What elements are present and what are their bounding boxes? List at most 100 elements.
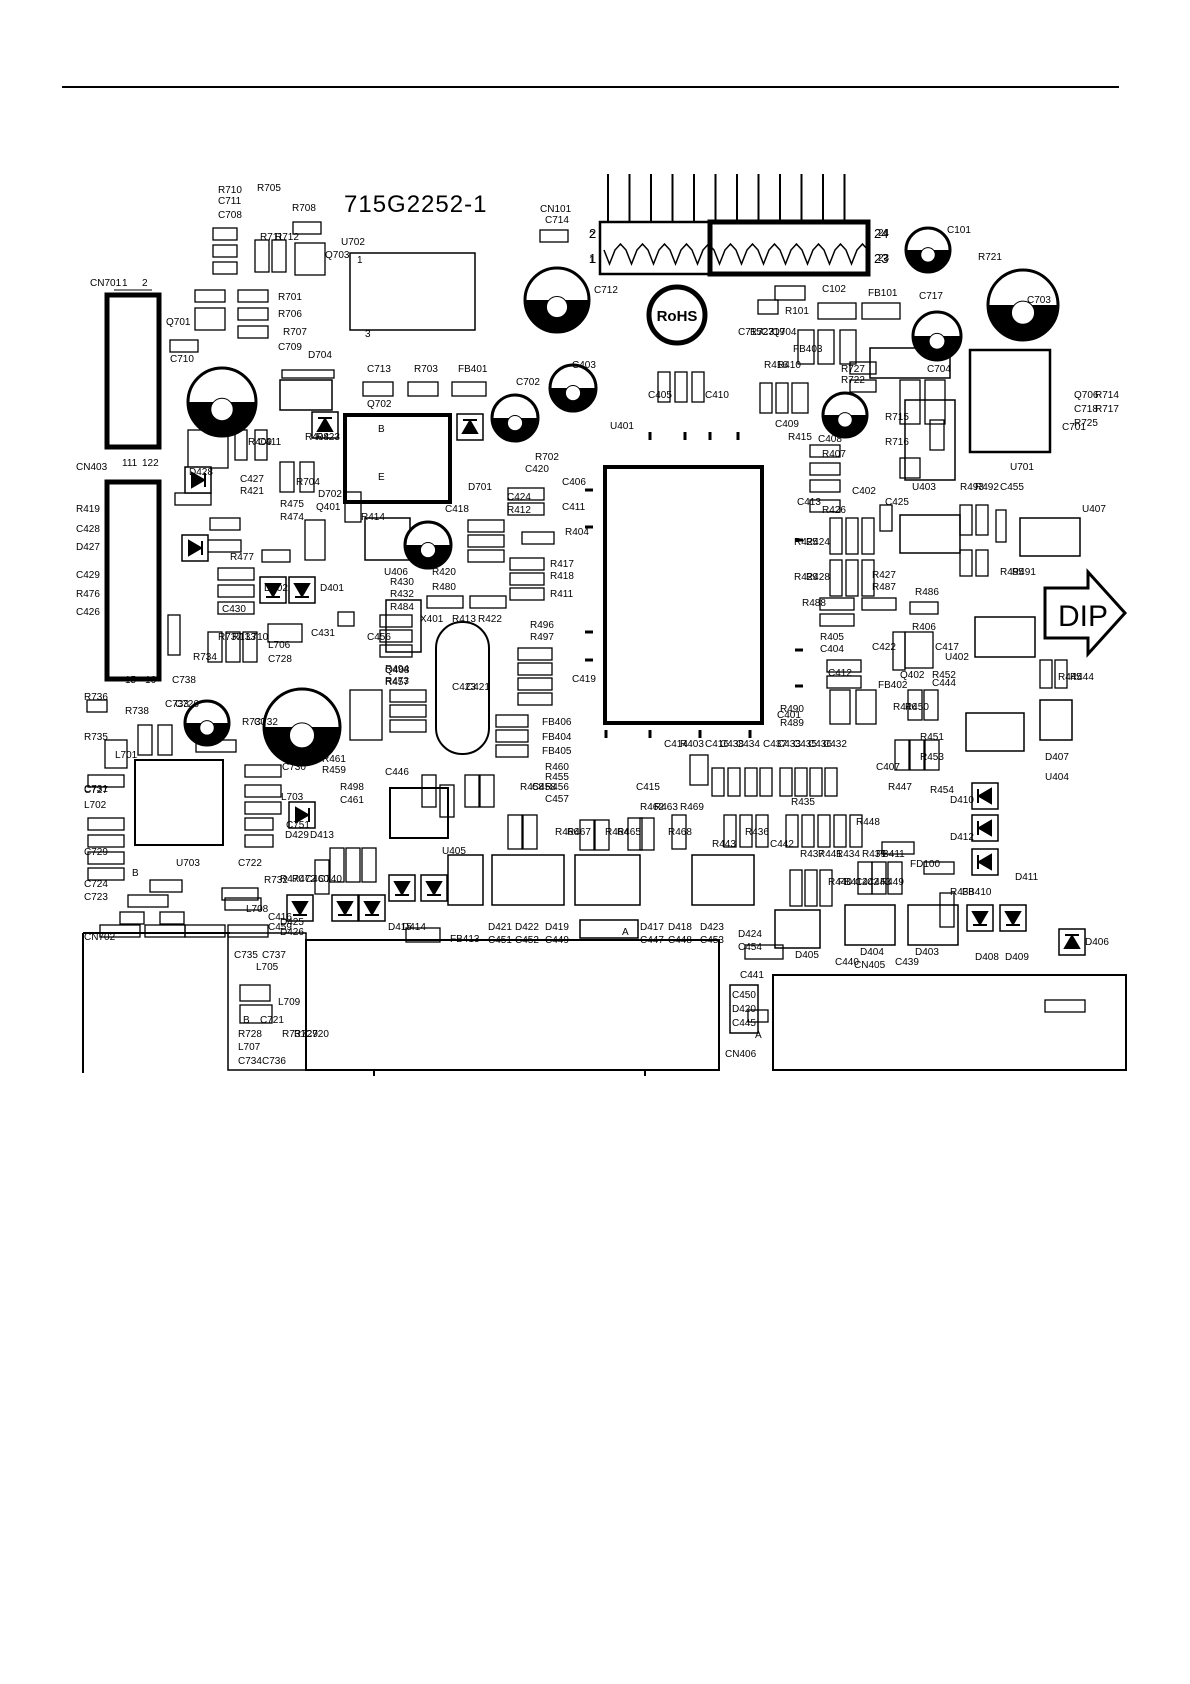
component-label: R706 xyxy=(278,309,302,320)
smd-pad xyxy=(819,613,855,627)
electrolytic-capacitor xyxy=(548,363,598,413)
component-label: R495 xyxy=(1000,567,1024,578)
smd-pad xyxy=(242,631,258,663)
component-label: R722 xyxy=(841,375,865,386)
component-label: C724 xyxy=(84,879,108,890)
component-label: C427 xyxy=(240,474,264,485)
component-label: R443 xyxy=(712,839,736,850)
component-label: C737 xyxy=(262,950,286,961)
component-label: R424 xyxy=(806,537,830,548)
component-label: C703 xyxy=(1027,295,1051,306)
component-label: R489 xyxy=(780,718,804,729)
component-label: 24 xyxy=(878,228,890,239)
electrolytic-capacitor xyxy=(523,266,591,334)
component-label: Q701 xyxy=(166,317,191,328)
component-label: A xyxy=(755,1030,762,1041)
header-connector xyxy=(598,174,871,277)
component-label: C406 xyxy=(562,477,586,488)
component-label: R454 xyxy=(930,785,954,796)
smd-pad xyxy=(904,631,934,669)
component-label: R456 xyxy=(545,782,569,793)
smd-pad xyxy=(362,381,394,397)
smd-pad xyxy=(747,1009,769,1023)
component-label: R420 xyxy=(432,567,456,578)
component-label: C701 xyxy=(1062,422,1086,433)
component-label: 111 xyxy=(122,458,138,469)
component-label: R488 xyxy=(802,598,826,609)
smd-pad xyxy=(379,644,413,658)
component-label: R490 xyxy=(780,704,804,715)
component-label: R411 xyxy=(550,589,574,600)
smd-pad xyxy=(775,382,789,414)
smd-pad xyxy=(809,767,823,797)
component-label: R430 xyxy=(390,577,414,588)
smd-pad xyxy=(849,814,863,848)
diode xyxy=(331,894,359,922)
component-label: R487 xyxy=(872,582,896,593)
component-label: C449 xyxy=(545,935,569,946)
component-label: R429 xyxy=(794,572,818,583)
smd-pad xyxy=(261,549,291,563)
smd-pad xyxy=(467,519,505,533)
electrolytic-capacitor xyxy=(403,520,453,570)
component-label: FB401 xyxy=(458,364,488,375)
component-label: R446 xyxy=(893,702,917,713)
smd-pad xyxy=(959,504,973,536)
component-label: R476 xyxy=(76,589,100,600)
component-label: D406 xyxy=(1085,937,1109,948)
component-label: C711 xyxy=(218,196,242,207)
smd-pad xyxy=(871,861,887,895)
component-label: D402 xyxy=(264,583,288,594)
component-label: R452 xyxy=(932,670,956,681)
component-label: D426 xyxy=(280,927,304,938)
smd-pad xyxy=(829,689,851,725)
smd-pad xyxy=(239,984,271,1002)
component-label: R494 xyxy=(385,664,409,675)
component-label: R133 xyxy=(232,632,256,643)
smd-pad xyxy=(757,299,779,315)
smd-pad xyxy=(254,239,270,273)
component-label: 1 xyxy=(589,255,595,266)
board-part-number: 715G2252-1 xyxy=(344,191,487,218)
component-label: U401 xyxy=(610,421,634,432)
component-label: L710 xyxy=(246,632,269,643)
header-pin-numbers: 1 2 23 24 xyxy=(589,226,888,266)
component-label: Q402 xyxy=(900,670,925,681)
component-label: R732 xyxy=(264,875,288,886)
electrolytic-capacitor xyxy=(904,226,952,274)
component-label: R729 xyxy=(294,1029,318,1040)
smd-pad xyxy=(244,764,282,778)
component-label: D408 xyxy=(975,952,999,963)
component-label: C452 xyxy=(515,935,539,946)
component-label: D411 xyxy=(1015,872,1039,883)
svg-text:RoHS: RoHS xyxy=(657,308,698,325)
component-label: D421 xyxy=(488,922,512,933)
ic-pin-mark: B xyxy=(378,424,385,435)
component-label: D404 xyxy=(860,947,884,958)
smd-pad xyxy=(169,339,199,353)
diodes xyxy=(181,411,1086,956)
component-label: C415 xyxy=(636,782,660,793)
smd-pad xyxy=(909,601,939,615)
connector-cn701 xyxy=(104,289,162,450)
component-label: R412 xyxy=(507,505,531,516)
component-label: L708 xyxy=(246,904,269,915)
smd-pad xyxy=(281,369,335,379)
connector-cn403 xyxy=(104,479,162,682)
smd-pad xyxy=(744,944,784,960)
component-label: R439 xyxy=(862,849,886,860)
smd-pad xyxy=(907,689,923,721)
smd-pad xyxy=(167,614,181,656)
component-label: C718 xyxy=(1074,404,1098,415)
component-label: R484 xyxy=(390,602,414,613)
component-label: R470 xyxy=(280,874,304,885)
smd-pad xyxy=(212,244,238,258)
component-label: C443 xyxy=(867,877,891,888)
component-label: R736 xyxy=(84,692,108,703)
smd-pad xyxy=(426,595,464,609)
smd-pad xyxy=(239,1004,273,1024)
component-label: X401 xyxy=(420,614,444,625)
component-label: C426 xyxy=(76,607,100,618)
component-label: C436 xyxy=(808,739,832,750)
component-label: FB403 xyxy=(793,344,823,355)
